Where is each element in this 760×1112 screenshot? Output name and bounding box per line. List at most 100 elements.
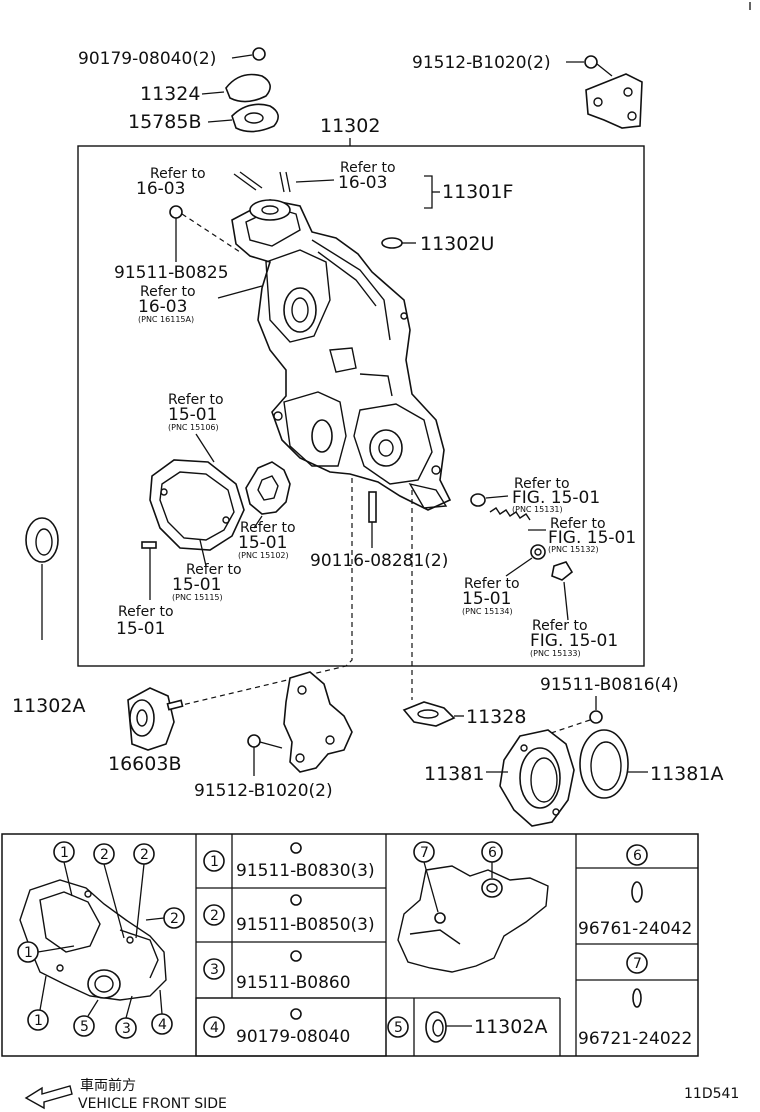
svg-text:2: 2 [100,847,109,863]
o-ring-icon [631,881,643,903]
ref-6-line3: (PNC 15115) [172,593,223,602]
bolt-icon [584,55,598,69]
o-ring-icon [632,988,642,1008]
ref-4-line3: (PNC 15106) [168,423,219,432]
ref-9-line2[interactable]: FIG. 15-01 [548,528,636,548]
svg-text:91511-B0830(3): 91511-B0830(3) [236,861,375,881]
svg-text:7: 7 [633,956,642,972]
ref-4-line2[interactable]: 15-01 [168,405,217,425]
ref-10-line2[interactable]: 15-01 [462,589,511,609]
oil-seal-retainer-icon [499,729,575,827]
callout-4-left: 4 [151,1013,173,1035]
svg-text:6: 6 [633,848,642,864]
ref-6-line1: Refer to [186,562,242,578]
label-11302a[interactable]: 11302A [12,695,85,717]
svg-text:90179-08040: 90179-08040 [236,1027,350,1047]
ref-8-line1: Refer to [514,476,570,492]
legend-row-5[interactable]: 5 11302A [387,1011,547,1043]
legend-row-7[interactable]: 7 96721-24022 [578,952,692,1049]
footer-jp: 車両前方 [80,1077,136,1094]
callout-3-left: 3 [115,1017,137,1039]
pump-rotor-icon [245,461,291,515]
ref-11-line2[interactable]: FIG. 15-01 [530,631,618,651]
svg-text:5: 5 [394,1020,403,1036]
label-11328[interactable]: 11328 [466,706,526,728]
o-ring-icon [381,237,403,249]
nut-icon [252,47,266,61]
ref-9-line3: (PNC 15132) [548,545,599,554]
svg-text:3: 3 [210,962,219,978]
assembly-frame [77,145,645,667]
label-91511-b0825[interactable]: 91511-B0825 [114,263,229,283]
ref-9-line1: Refer to [550,516,606,532]
nut-icon [290,1008,302,1020]
svg-text:1: 1 [24,945,33,961]
callout-2-c: 2 [163,907,185,929]
svg-text:91511-B0850(3): 91511-B0850(3) [236,915,375,935]
label-11302u[interactable]: 11302U [420,233,494,255]
ref-10-line3: (PNC 15134) [462,607,513,616]
ref-5-line1: Refer to [240,520,296,536]
plug-bolt-icon [551,561,574,581]
label-11381a[interactable]: 11381A [650,763,723,785]
callout-1-bot: 1 [27,1009,49,1031]
ref-8-line2[interactable]: FIG. 15-01 [512,488,600,508]
label-91512-b1020-top[interactable]: 91512-B1020(2) [412,53,551,73]
label-15785b[interactable]: 15785B [128,111,201,133]
cover-plate-icon [225,73,271,103]
label-11302[interactable]: 11302 [320,115,380,137]
bolt-icon [290,842,302,854]
ref-2-line2[interactable]: 16-03 [338,173,387,193]
svg-text:3: 3 [122,1021,131,1037]
label-11301f[interactable]: 11301F [442,181,513,203]
bolt-icon [589,710,603,724]
callout-2-a: 2 [93,843,115,865]
legend-row-4[interactable]: 4 90179-08040 [203,1008,350,1047]
svg-text:1: 1 [34,1013,43,1029]
svg-text:4: 4 [210,1020,219,1036]
svg-text:5: 5 [80,1019,89,1035]
label-90116-08281[interactable]: 90116-08281(2) [310,551,448,571]
ref-6-line2[interactable]: 15-01 [172,575,221,595]
ref-7-line2[interactable]: 15-01 [116,619,165,639]
callout-5-left: 5 [73,1015,95,1037]
plug-icon [470,493,486,507]
ref-3-line3: (PNC 16115A) [138,315,194,324]
ref-3-line2[interactable]: 16-03 [138,297,187,317]
stud-bolt-icon [368,491,377,523]
bolt-location-diagram-right [397,865,549,973]
ref-5-line2[interactable]: 15-01 [238,533,287,553]
diagram-code: 11D541 [684,1086,739,1102]
legend-row-2[interactable]: 2 91511-B0850(3) [203,894,375,935]
label-91512-b1020-bottom[interactable]: 91512-B1020(2) [194,781,333,801]
ref-5-line3: (PNC 15102) [238,551,289,560]
svg-text:1: 1 [60,845,69,861]
ref-1-line1: Refer to [150,166,206,182]
legend-row-1[interactable]: 1 91511-B0830(3) [203,842,375,881]
label-11381[interactable]: 11381 [424,763,484,785]
label-91511-b0816[interactable]: 91511-B0816(4) [540,675,679,695]
ref-10-line1: Refer to [464,576,520,592]
svg-text:6: 6 [488,845,497,861]
label-16603b[interactable]: 16603B [108,753,181,775]
legend-row-6[interactable]: 6 96761-24042 [578,844,692,939]
callout-1-mid: 1 [17,941,39,963]
bracket-icon [283,671,353,773]
svg-text:2: 2 [140,847,149,863]
oil-seal-icon [25,517,59,563]
gasket-icon [231,103,279,133]
timing-chain-cover[interactable] [231,199,452,511]
svg-text:96761-24042: 96761-24042 [578,919,692,939]
legend-row-3[interactable]: 3 91511-B0860 [203,950,351,993]
callout-1-top: 1 [53,841,75,863]
ref-1-line2[interactable]: 16-03 [136,179,185,199]
ref-11-line3: (PNC 15133) [530,649,581,658]
svg-text:7: 7 [420,845,429,861]
svg-text:2: 2 [210,908,219,924]
label-90179-08040[interactable]: 90179-08040(2) [78,49,216,69]
bolt-icon [290,894,302,906]
svg-text:91511-B0860: 91511-B0860 [236,973,351,993]
label-11324[interactable]: 11324 [140,83,200,105]
gasket-icon [402,701,456,727]
